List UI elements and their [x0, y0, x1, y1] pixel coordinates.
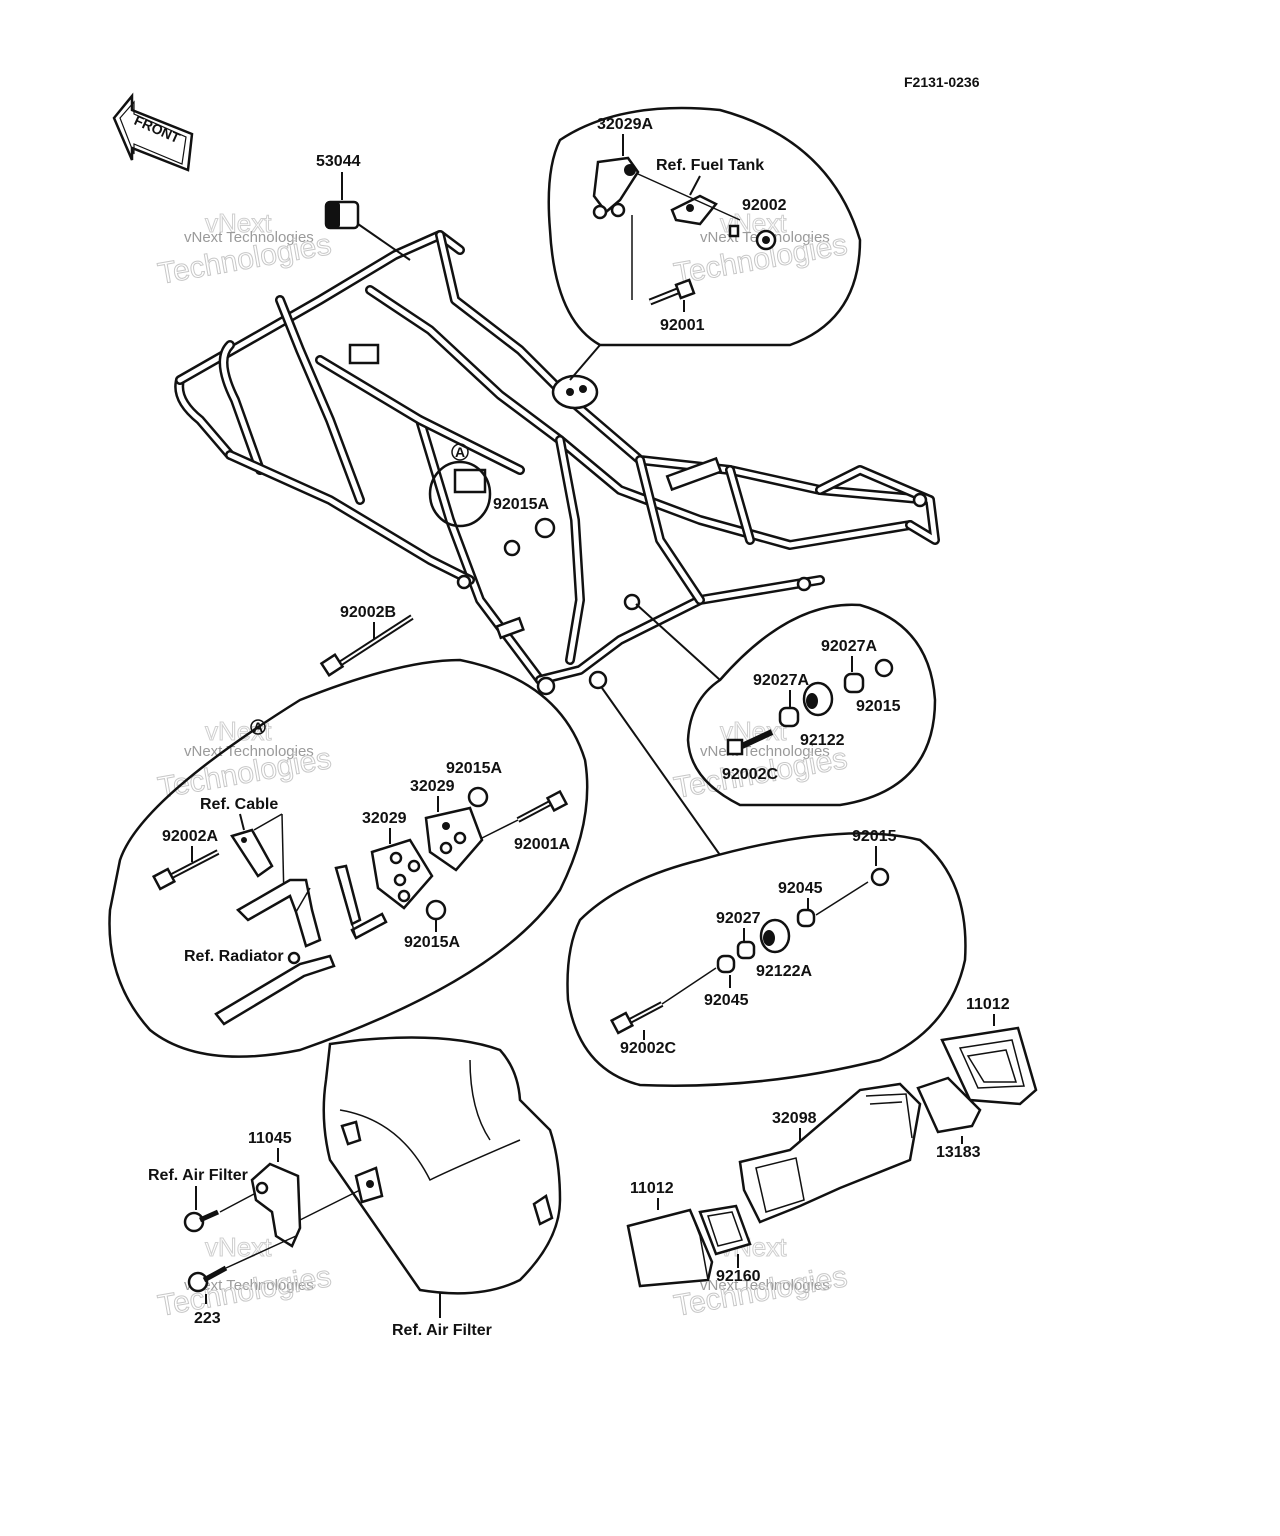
watermark-small: vNext Technologies: [184, 1277, 314, 1294]
screw-ref-air-filter: [183, 1209, 220, 1233]
label-92122A: 92122A: [756, 963, 812, 980]
watermark-small: vNext Technologies: [184, 229, 314, 246]
label-92001A: 92001A: [514, 836, 570, 853]
marker-a-detail-label: A: [253, 719, 263, 735]
ref-fuel-tank-tab: [670, 194, 718, 226]
watermark-bottom-left: vNext vNext Technologies Technologies: [155, 1232, 334, 1324]
radiator-bracket: [214, 864, 388, 1026]
marker-a-circle: [451, 443, 469, 461]
watermark-small: vNext Technologies: [700, 1277, 830, 1294]
label-ref-fuel-tank: Ref. Fuel Tank: [656, 157, 764, 174]
label-92015-b: 92015: [852, 828, 897, 845]
front-arrow-icon: FRONT: [112, 92, 194, 172]
watermark-mid-left: vNext vNext Technologies Technologies: [155, 716, 334, 806]
nut-92015-lower: [870, 867, 890, 887]
nut-92015-upper: [874, 658, 894, 678]
nut-92015A-main: [534, 517, 556, 539]
filter-13183: [916, 1076, 982, 1134]
marker-a-label: A: [455, 444, 465, 460]
label-92015-a: 92015: [856, 698, 901, 715]
bracket-32029A: [592, 156, 640, 220]
label-32029A: 32029A: [597, 116, 653, 133]
gasket-92160: [698, 1204, 752, 1256]
bolt-92001: [648, 278, 696, 306]
label-92002B: 92002B: [340, 604, 396, 621]
label-92002C-b: 92002C: [620, 1040, 676, 1057]
label-ref-cable: Ref. Cable: [200, 796, 278, 813]
label-11012-b: 11012: [630, 1180, 674, 1197]
spacer-92027: [736, 940, 756, 960]
label-92002: 92002: [742, 197, 787, 214]
detail-mount-upper: 92027A 92027A 92015 92122 92002C: [635, 603, 937, 807]
plate-32029-front: [424, 806, 484, 872]
label-11045: 11045: [248, 1130, 292, 1147]
detail-a-highlight: [428, 460, 492, 528]
label-92027A-2: 92027A: [753, 672, 809, 689]
bracket-11045: [250, 1162, 302, 1248]
label-92027A-1: 92027A: [821, 638, 877, 655]
watermark-vnext: vNext: [205, 1232, 272, 1262]
label-11012-a: 11012: [966, 996, 1010, 1013]
ref-air-filter-housing: [322, 1036, 562, 1295]
label-92045-a: 92045: [778, 880, 823, 897]
watermark-vnext: vNext: [205, 208, 272, 238]
label-ref-radiator: Ref. Radiator: [184, 948, 284, 965]
label-ref-air-filter-a: Ref. Air Filter: [148, 1167, 248, 1184]
label-92045-b: 92045: [704, 992, 749, 1009]
label-223: 223: [194, 1310, 221, 1327]
watermark-mid-right: vNext vNext Technologies Technologies: [671, 716, 850, 806]
bolt-92001A: [516, 789, 569, 823]
diagram-code: F2131-0236: [904, 74, 980, 90]
label-92002A: 92002A: [162, 828, 218, 845]
duct-11012-lower: [626, 1208, 714, 1288]
frame: [174, 230, 940, 696]
bolt-92002B: [319, 614, 414, 677]
label-32029-a: 32029: [410, 778, 455, 795]
nut-92002: [728, 224, 777, 251]
label-32029-b: 32029: [362, 810, 407, 827]
detail-a-radiator-bracket: A 92015A 32029 32029 92001A Ref. Cable: [108, 658, 589, 1058]
label-ref-air-filter-b: Ref. Air Filter: [392, 1322, 492, 1339]
label-53044: 53044: [316, 153, 361, 170]
nut-92015A-b: [467, 786, 489, 808]
bolt-92002C-upper: [726, 729, 774, 756]
duct-11012-upper: [940, 1026, 1038, 1106]
label-92160: 92160: [716, 1268, 761, 1285]
watermark-large: Technologies: [155, 1260, 333, 1323]
label-92122: 92122: [800, 732, 845, 749]
watermark-top-left: vNext vNext Technologies Technologies: [155, 208, 334, 292]
bolt-92002A: [151, 849, 220, 891]
plate-32029-rear: [370, 838, 434, 910]
washer-92045-b: [716, 954, 736, 974]
label-92015A-c: 92015A: [404, 934, 460, 951]
label-92027: 92027: [716, 910, 761, 927]
screw-223: [187, 1265, 228, 1293]
washer-92045-a: [796, 908, 816, 928]
bushing-92122A: [759, 918, 791, 954]
label-92015A-main: 92015A: [493, 496, 549, 513]
marker-a-detail-circle: [250, 719, 266, 735]
nut-92015A-c: [425, 899, 447, 921]
label-92015A-b: 92015A: [446, 760, 502, 777]
label-92002C-a: 92002C: [722, 766, 778, 783]
part-53044: [324, 200, 360, 230]
ref-cable-clip: [230, 828, 274, 878]
spacer-92027A: [778, 672, 865, 728]
detail-mount-lower: 92015 92045 92027 92122A 92045 92002C: [566, 687, 967, 1087]
label-92001: 92001: [660, 317, 705, 334]
detail-fuel-tank-bracket: 32029A Ref. Fuel Tank 92002 92001: [547, 106, 862, 381]
bushing-92122: [802, 681, 834, 717]
bolt-92002C-lower: [609, 1001, 664, 1035]
label-13183: 13183: [936, 1144, 981, 1161]
label-32098: 32098: [772, 1110, 817, 1127]
duct-32098: [738, 1082, 922, 1224]
